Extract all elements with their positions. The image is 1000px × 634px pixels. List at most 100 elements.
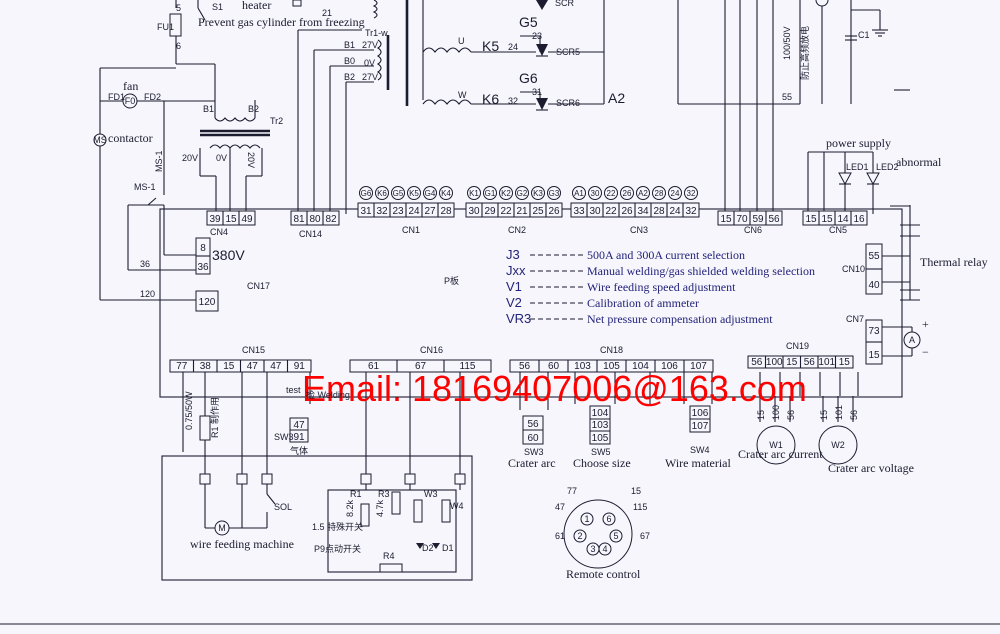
cn7-plus: + xyxy=(922,317,929,331)
cn1-signal: G6 xyxy=(361,189,372,198)
cn3-signal-mark xyxy=(636,186,650,200)
cn1-signal: G4 xyxy=(425,189,436,198)
w1-pin-b: 100 xyxy=(771,405,781,420)
wire-material-label: Wire material xyxy=(665,456,731,470)
cn3-signal-mark xyxy=(604,186,618,200)
cn4-pin: 39 xyxy=(209,214,221,225)
partial-overlay-text: 检 Welding xyxy=(306,389,350,400)
plug-wire-47: 47 xyxy=(555,502,565,512)
cn1-signal-mark xyxy=(391,186,405,200)
legend-text: Wire feeding speed adjustment xyxy=(587,280,736,294)
cn3-pin: 33 xyxy=(573,206,585,217)
a2-label: A2 xyxy=(608,90,625,106)
plug-wire-61: 61 xyxy=(555,531,565,541)
legend-text: Manual welding/gas shielded welding sele… xyxy=(587,264,815,278)
plug-pin-3: 3 xyxy=(590,544,595,554)
k6-label: K6 xyxy=(482,91,499,107)
cn2-pin: 30 xyxy=(468,206,480,217)
crater-arc-label: Crater arc xyxy=(508,456,556,470)
plug-wire-115: 115 xyxy=(633,502,647,512)
cn7-pin-15: 15 xyxy=(868,350,880,361)
cn18-pin: 104 xyxy=(632,361,649,372)
cn1-pin: 28 xyxy=(440,206,452,217)
cn2-signal: G2 xyxy=(517,189,528,198)
cn2-pin: 25 xyxy=(532,206,544,217)
cn15-pin: 47 xyxy=(270,361,282,372)
cn10-pin-40: 40 xyxy=(868,280,880,291)
cn17-pin-36: 36 xyxy=(197,262,209,273)
cn16-pin: 67 xyxy=(415,361,427,372)
cn3-signal: A1 xyxy=(574,189,584,198)
cn3-signal: 32 xyxy=(687,189,696,198)
special-switch-label: 1.5 特殊开关 xyxy=(312,521,363,532)
cn2-signal-mark xyxy=(483,186,497,200)
sw4-pin-106: 106 xyxy=(692,408,709,419)
sw3a-label: SW3 xyxy=(274,432,294,442)
plug-wire-77: 77 xyxy=(567,486,577,496)
sw3a-pin-47: 47 xyxy=(293,420,305,431)
cn3-pin: 22 xyxy=(605,206,617,217)
sw3-label: SW3 xyxy=(524,447,544,457)
v380-label: 380V xyxy=(212,247,245,263)
u-label: U xyxy=(458,36,465,46)
cn15-pin: 15 xyxy=(223,361,235,372)
cn3-signal-mark xyxy=(588,186,602,200)
b2-label: B2 xyxy=(248,104,259,114)
cn18-pin: 56 xyxy=(519,361,531,372)
cn14-label: CN14 xyxy=(299,229,322,239)
w2-label: W2 xyxy=(831,440,845,450)
transformer-tr2: B1 B2 Tr2 20V 0V 20V xyxy=(182,100,283,214)
v20-right-label: 20V xyxy=(246,152,256,168)
cn2-signal: K2 xyxy=(501,189,511,198)
cn19-label: CN19 xyxy=(786,341,809,351)
power-supply-label: power supply xyxy=(826,136,891,150)
k5-label: K5 xyxy=(482,38,499,54)
cn2-signal: G1 xyxy=(485,189,496,198)
legend-key: Jxx xyxy=(506,263,526,278)
cn7-minus: − xyxy=(922,345,929,359)
fan-label: fan xyxy=(123,79,138,93)
jog-switch-label: P9点动开关 xyxy=(314,543,361,554)
cn3-pin: 30 xyxy=(589,206,601,217)
cn3-label: CN3 xyxy=(630,225,648,235)
w4-label: W4 xyxy=(450,501,464,511)
transformer-tr1: Tr1-w 21 B1 B0 B2 27V 0V 27V xyxy=(297,0,409,214)
plug-wire-15: 15 xyxy=(631,486,641,496)
r1-value: 8.2k xyxy=(345,499,355,517)
cn3-signal: 26 xyxy=(623,189,632,198)
fd2-label: FD2 xyxy=(144,92,161,102)
w2-pin-c: 56 xyxy=(849,410,859,420)
sw3a-pin-91: 91 xyxy=(293,432,305,443)
b2n-label: B2 xyxy=(344,72,355,82)
cn6-pin: 56 xyxy=(768,214,780,225)
cn2-signal: K3 xyxy=(533,189,543,198)
sw5-pin-104: 104 xyxy=(592,408,609,419)
email-watermark: Email: 18169407006@163.com xyxy=(302,368,807,409)
plug-pin-4: 4 xyxy=(602,544,607,554)
sol-label: SOL xyxy=(274,502,292,512)
cn2-label: CN2 xyxy=(508,225,526,235)
cn6-pin: 59 xyxy=(752,214,764,225)
cn2-signal-mark xyxy=(547,186,561,200)
remote-control-plug: 1 2 3 4 5 6 77 15 47 115 61 67 Remote co… xyxy=(555,486,650,581)
cn3-pin: 26 xyxy=(621,206,633,217)
cn5-pin: 16 xyxy=(853,214,865,225)
cn1-signal: K6 xyxy=(377,189,387,198)
cn5-pin: 15 xyxy=(821,214,833,225)
cn10-pin-55: 55 xyxy=(868,251,880,262)
motor-symbol: M xyxy=(218,523,226,533)
legend-text: Calibration of ammeter xyxy=(587,296,699,310)
cn3-pin: 24 xyxy=(669,206,681,217)
legend-key: V2 xyxy=(506,295,522,310)
tr2-label: Tr2 xyxy=(270,116,283,126)
n32-label: 32 xyxy=(508,96,518,106)
cn1-pin: 32 xyxy=(376,206,388,217)
w2-pin-b: 101 xyxy=(834,405,844,420)
cn1-label: CN1 xyxy=(402,225,420,235)
cn10-label: CN10 xyxy=(842,264,865,274)
test-label: test xyxy=(286,385,301,395)
cn3-signal-mark xyxy=(572,186,586,200)
r4-label: R4 xyxy=(383,551,395,561)
